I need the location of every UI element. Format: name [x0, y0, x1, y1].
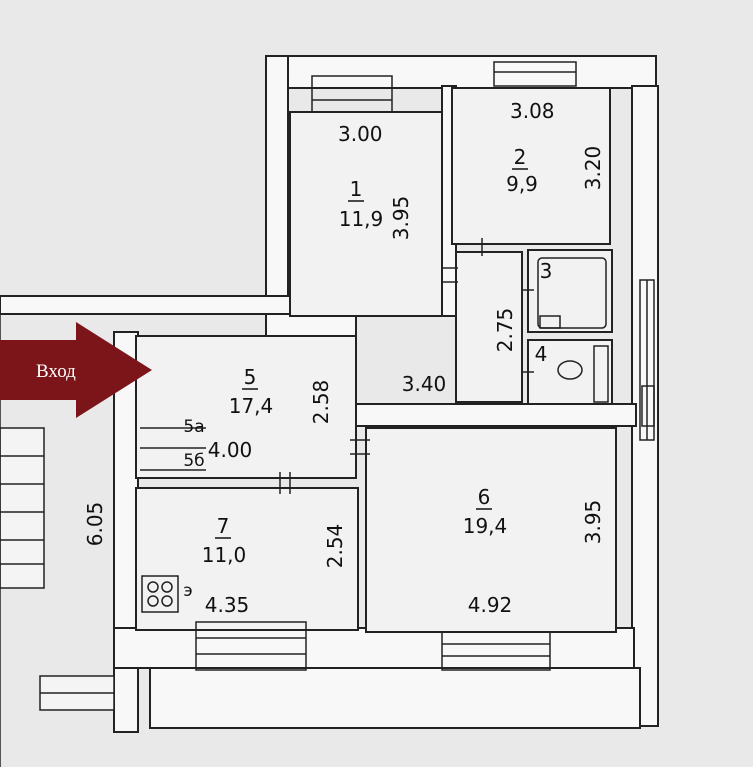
room-7-area: 11,0 [202, 543, 247, 567]
room-4-number: 4 [535, 342, 548, 366]
corridor-depth: 2.75 [493, 308, 517, 353]
bathtub-icon [537, 257, 607, 329]
room-6-number: 6 [478, 485, 491, 509]
room-2-width: 3.08 [510, 99, 555, 123]
room-5-area: 17,4 [229, 394, 274, 418]
room-6-depth: 3.95 [581, 500, 605, 545]
room-5-width: 4.00 [208, 438, 253, 462]
sink-icon [539, 315, 561, 329]
room-7-width: 4.35 [205, 593, 250, 617]
stove-icon [141, 575, 179, 613]
radiator-icon [593, 345, 609, 403]
entrance-arrow [0, 322, 152, 418]
room-5-outline [135, 335, 357, 479]
room-7-outline [135, 487, 359, 631]
room-2-area: 9,9 [506, 172, 538, 196]
room-4-outline [527, 339, 613, 405]
room-5-number: 5 [244, 365, 257, 389]
room-5a-number: 5а [183, 417, 204, 437]
walls [0, 55, 659, 733]
room-3-outline [527, 249, 613, 333]
toilet-icon [557, 360, 583, 380]
room-6-width: 4.92 [468, 593, 513, 617]
stove-mark: э [183, 581, 192, 601]
room-5-depth: 2.58 [309, 380, 333, 425]
room-1-area: 11,9 [339, 207, 384, 231]
corridor-outline [455, 251, 523, 403]
windows [195, 61, 655, 671]
room-1-width: 3.00 [338, 122, 383, 146]
room-7-depth: 2.54 [323, 524, 347, 569]
room-2-outline [451, 87, 611, 245]
entrance-label: Вход [36, 361, 76, 382]
door-marks [140, 238, 534, 494]
room-1-outline [289, 111, 443, 317]
room-1-number: 1 [350, 177, 363, 201]
room-2-number: 2 [514, 145, 527, 169]
room-6-outline [365, 427, 617, 633]
room-3-number: 3 [540, 259, 553, 283]
room-5b-number: 5б [183, 451, 204, 471]
room-2-depth: 3.20 [581, 146, 605, 191]
corridor-width: 3.40 [402, 372, 447, 396]
vertical-dimension: 6.05 [83, 502, 107, 547]
room-7-number: 7 [217, 514, 230, 538]
room-1-depth: 3.95 [389, 196, 413, 241]
staircase [0, 300, 115, 767]
room-6-area: 19,4 [463, 514, 508, 538]
